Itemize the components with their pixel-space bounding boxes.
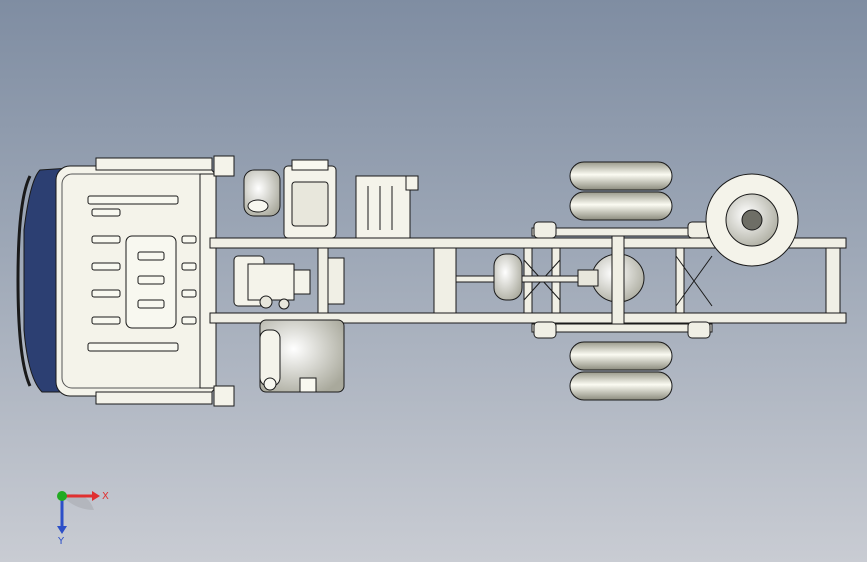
air-tank-top[interactable]	[243, 169, 281, 217]
battery-box[interactable]	[283, 159, 337, 239]
origin-point	[57, 491, 67, 501]
driveshaft[interactable]	[327, 253, 593, 305]
fuel-tank[interactable]	[259, 319, 345, 393]
mirror-top	[213, 155, 235, 177]
cab-side-bottom	[95, 391, 213, 405]
cab-side-top	[95, 157, 213, 171]
y-axis-arrowhead	[57, 526, 67, 534]
spare-wheel[interactable]	[705, 173, 799, 267]
rear-wheels[interactable]	[569, 161, 673, 401]
fuse-box[interactable]	[355, 175, 419, 239]
triad-graphic: X Y	[57, 491, 109, 547]
front-bumper	[16, 175, 32, 387]
rear-suspension[interactable]	[531, 221, 713, 339]
y-axis-label: Y	[57, 536, 65, 547]
triad-shadow	[62, 493, 94, 510]
chassis-frame[interactable]	[209, 237, 847, 324]
rear-axle-differential[interactable]	[577, 231, 645, 325]
coordinate-triad: X Y	[46, 480, 116, 550]
cab[interactable]	[16, 155, 235, 407]
x-axis-label: X	[102, 491, 109, 502]
mirror-bottom	[213, 385, 235, 407]
engine-block[interactable]	[233, 255, 311, 310]
x-axis-arrowhead	[92, 491, 100, 501]
